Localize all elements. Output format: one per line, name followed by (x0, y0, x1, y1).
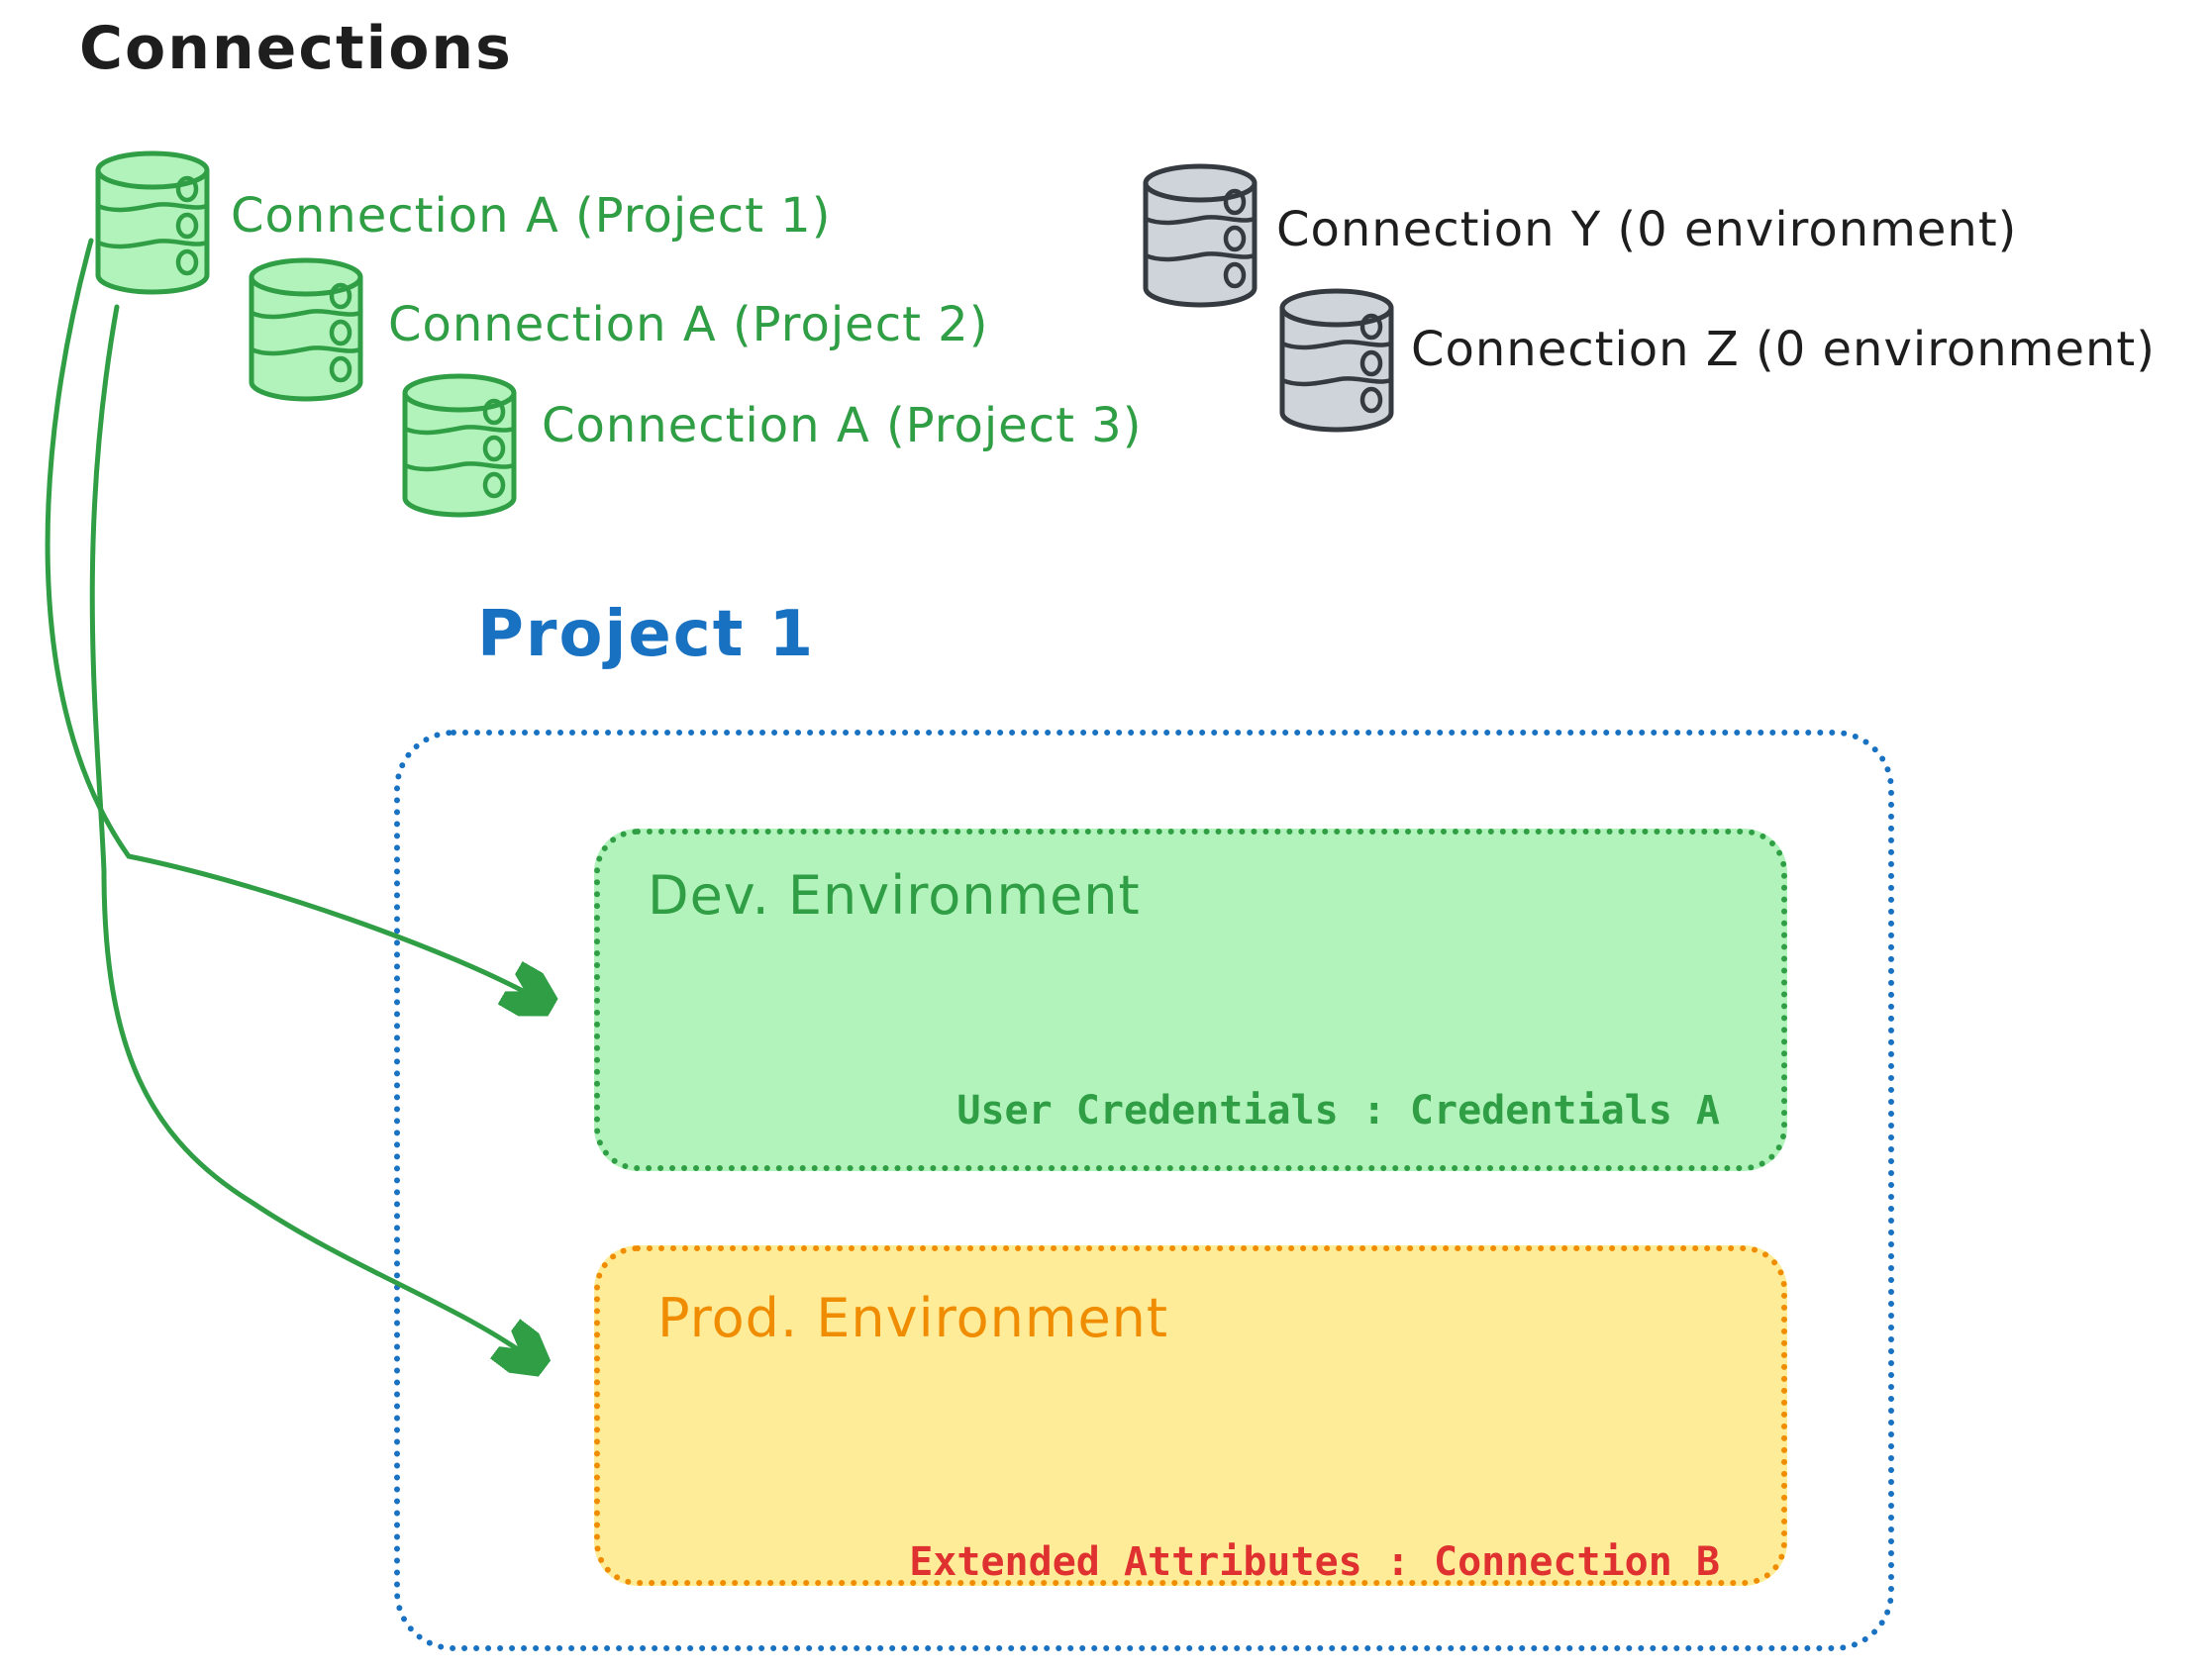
connection-a-project2-label: Connection A (Project 2) (388, 297, 989, 352)
connection-y-label: Connection Y (0 environment) (1276, 202, 2018, 257)
database-icon-connection-a-project2 (249, 257, 363, 402)
database-icon-connection-z (1279, 288, 1394, 433)
connection-a-project1-label: Connection A (Project 1) (231, 188, 832, 244)
connection-a-project3-label: Connection A (Project 3) (542, 398, 1143, 453)
prod-credentials-mapping: Extended Attributes : Connection B Ext.A… (885, 1443, 1720, 1674)
dev-environment-title: Dev. Environment (648, 864, 1141, 927)
prod-environment-box: Prod. Environment Extended Attributes : … (594, 1245, 1787, 1586)
connection-z-label: Connection Z (0 environment) (1411, 322, 2156, 377)
dev-environment-box: Dev. Environment User Credentials : Cred… (594, 829, 1787, 1171)
dev-credentials-mapping: User Credentials : Credentials A (956, 1088, 1720, 1133)
database-icon-connection-y (1143, 163, 1257, 308)
prod-environment-title: Prod. Environment (657, 1287, 1169, 1349)
diagram-title: Connections (79, 14, 513, 83)
project-1-title: Project 1 (477, 598, 816, 671)
database-icon-connection-a-project1 (95, 150, 210, 295)
prod-mapping-line-1: Extended Attributes : Connection B (909, 1539, 1720, 1585)
database-icon-connection-a-project3 (402, 373, 517, 518)
